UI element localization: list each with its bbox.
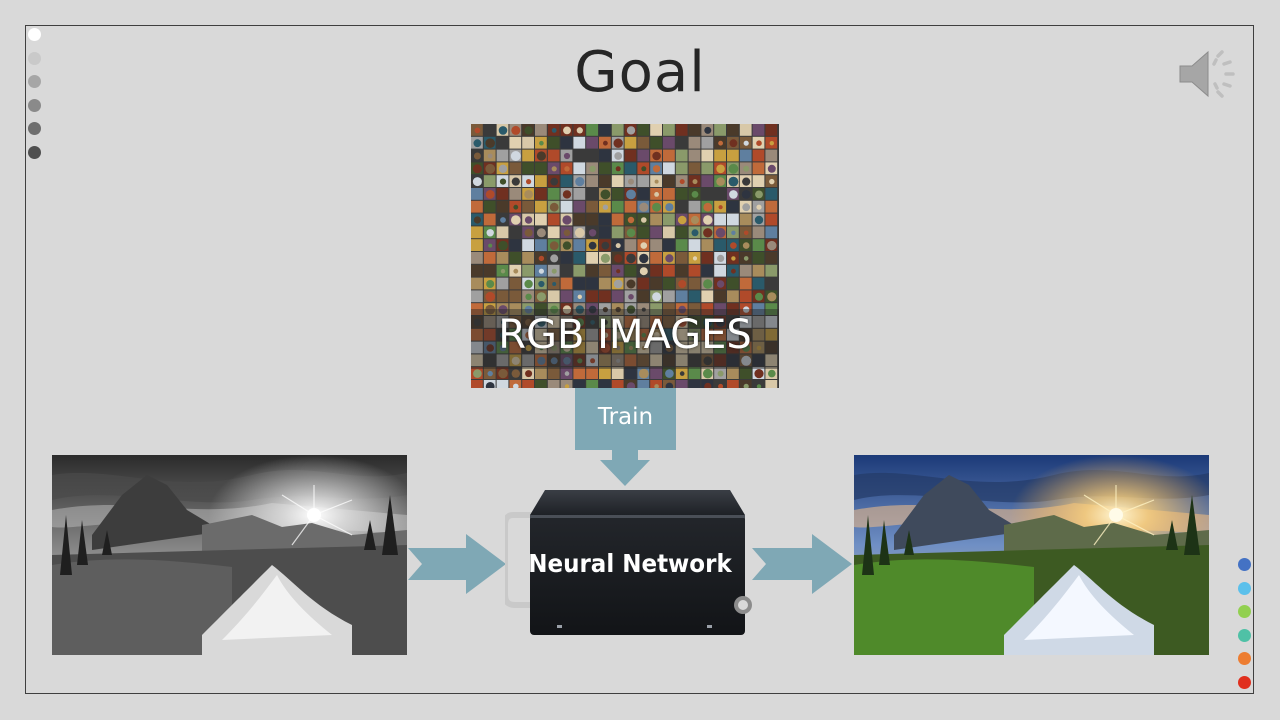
palette-dot-4 bbox=[1238, 628, 1251, 642]
slide-title: Goal bbox=[574, 40, 706, 105]
speaker-icon[interactable] bbox=[1176, 44, 1240, 104]
train-label: Train bbox=[597, 404, 654, 430]
palette-dot-2 bbox=[1238, 581, 1251, 595]
slide-frame bbox=[25, 25, 1254, 694]
palette-dot-6 bbox=[1238, 675, 1251, 689]
train-box bbox=[575, 388, 676, 450]
output-right-arrow bbox=[752, 534, 852, 594]
palette-dot-5 bbox=[1238, 652, 1251, 665]
progress-dot-3 bbox=[28, 75, 41, 88]
train-down-arrow bbox=[600, 450, 650, 486]
mosaic-label: RGB IMAGES bbox=[498, 312, 752, 358]
rgb-images-mosaic: RGB IMAGES bbox=[471, 124, 779, 388]
palette-dot-1 bbox=[1238, 558, 1251, 571]
neural-network-box bbox=[505, 490, 752, 635]
grayscale-input-photo bbox=[52, 455, 407, 655]
progress-dot-4 bbox=[28, 98, 41, 112]
progress-dot-1 bbox=[28, 28, 41, 41]
neural-network-label: Neural Network bbox=[528, 549, 732, 578]
colorized-output-photo bbox=[854, 455, 1209, 655]
input-right-arrow bbox=[408, 534, 506, 594]
progress-dot-2 bbox=[28, 51, 41, 65]
progress-dot-6 bbox=[28, 145, 41, 159]
slide-progress-dots bbox=[28, 28, 41, 169]
progress-dot-5 bbox=[28, 122, 41, 135]
palette-dot-3 bbox=[1238, 605, 1251, 618]
mosaic-label-band bbox=[471, 309, 779, 369]
color-palette-dots bbox=[1238, 558, 1251, 699]
